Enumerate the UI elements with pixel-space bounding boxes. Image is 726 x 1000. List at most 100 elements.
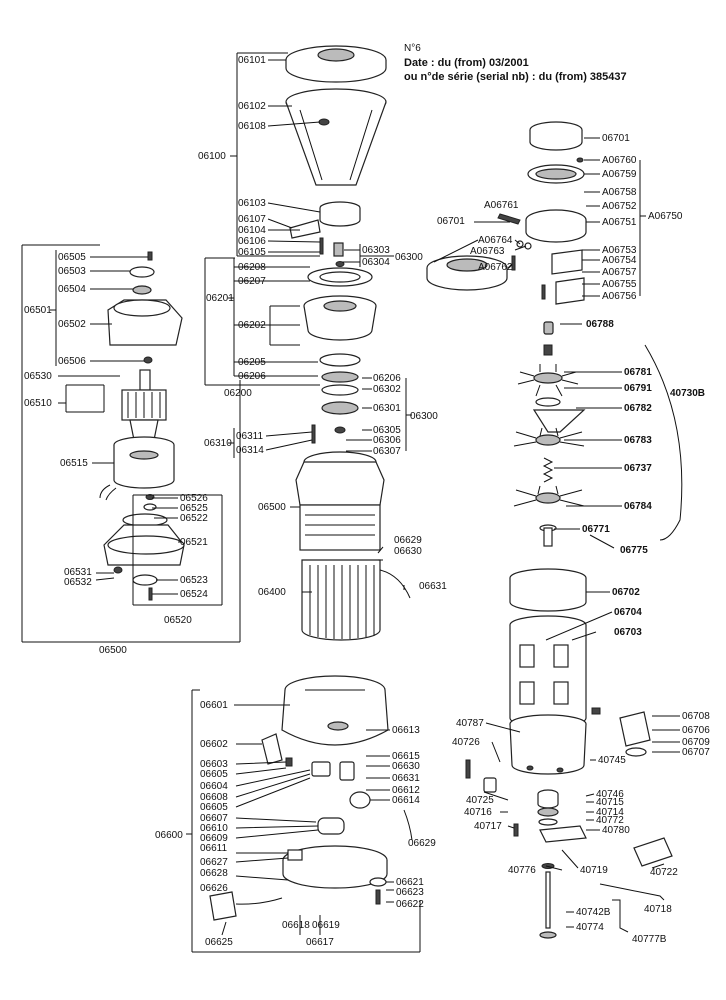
casing-06702-part: [509, 568, 587, 612]
label-06314: 06314: [236, 445, 264, 456]
label-06608: 06608: [200, 792, 228, 803]
label-06307: 06307: [373, 446, 401, 457]
label-06400: 06400: [258, 587, 286, 598]
group-40777B: 40777B: [632, 934, 667, 945]
label-06625: 06625: [205, 937, 233, 948]
casing-06703-part: [509, 615, 587, 728]
impeller-06781-part: [517, 364, 579, 397]
bracket-06520: [132, 494, 223, 606]
label-A06753: A06753: [602, 245, 637, 256]
label-06604: 06604: [200, 781, 228, 792]
label-06532: 06532: [64, 577, 92, 588]
base-plate-part: [282, 845, 388, 905]
label-06614: 06614: [392, 795, 420, 806]
label-40772: 40772: [596, 815, 624, 826]
label-06707: 06707: [682, 747, 710, 758]
group-06100: 06100: [198, 151, 226, 162]
label-06603: 06603: [200, 759, 228, 770]
bearing-rings-part: [311, 353, 361, 444]
label-06631b: 06631: [392, 773, 420, 784]
label-06703: 06703: [614, 627, 642, 638]
wire-06631: [379, 569, 411, 599]
label-06311: 06311: [236, 431, 264, 442]
spring-06737-part: [542, 457, 554, 483]
power-cord-06625-part: [209, 891, 283, 921]
label-40745: 40745: [598, 755, 626, 766]
label-06525: 06525: [180, 503, 208, 514]
impeller-06784-part: [513, 485, 585, 507]
label-06206a: 06206: [238, 371, 266, 382]
label-40722: 40722: [650, 867, 678, 878]
label-A06756: A06756: [602, 291, 637, 302]
label-06108: 06108: [238, 121, 266, 132]
label-06506: 06506: [58, 356, 86, 367]
label-A06758: A06758: [602, 187, 637, 198]
hopper-lid-part: [285, 45, 387, 83]
label-06621: 06621: [396, 877, 424, 888]
stator-part: [99, 436, 175, 501]
label-06605b: 06605: [200, 802, 228, 813]
label-06619: 06619: [312, 920, 340, 931]
distributor-cap-part: [529, 121, 583, 151]
label-A06752: A06752: [602, 201, 637, 212]
label-06788: 06788: [586, 319, 614, 330]
label-06784: 06784: [624, 501, 652, 512]
motor-cap-part: [107, 251, 183, 364]
motor-stator-part: [301, 559, 381, 641]
label-06701b: 06701: [437, 216, 465, 227]
label-06205: 06205: [238, 357, 266, 368]
label-A06760: A06760: [602, 155, 637, 166]
label-06305: 06305: [373, 425, 401, 436]
bracket-06500-main: [100, 380, 241, 643]
label-06781: 06781: [624, 367, 652, 378]
label-06607: 06607: [200, 813, 228, 824]
label-06523: 06523: [180, 575, 208, 586]
label-A06757: A06757: [602, 267, 637, 278]
lever-06706-part: [591, 707, 651, 757]
label-40725: 40725: [466, 795, 494, 806]
doc-serial: ou n°de série (serial nb) : du (from) 38…: [404, 71, 627, 83]
label-06102: 06102: [238, 101, 266, 112]
group-06617: 06617: [306, 937, 334, 948]
bracket-A06750: [639, 160, 646, 296]
label-40787: 40787: [456, 718, 484, 729]
electrical-parts-part: [261, 733, 413, 841]
label-40719: 40719: [580, 865, 608, 876]
label-06615: 06615: [392, 751, 420, 762]
group-06201: 06201: [206, 293, 234, 304]
label-06702: 06702: [612, 587, 640, 598]
label-06301: 06301: [373, 403, 401, 414]
label-06605a: 06605: [200, 769, 228, 780]
label-06524: 06524: [180, 589, 208, 600]
label-06106: 06106: [238, 236, 266, 247]
label-A06759: A06759: [602, 169, 637, 180]
bracket-06200: [204, 257, 320, 386]
label-06302: 06302: [373, 384, 401, 395]
label-06602: 06602: [200, 739, 228, 750]
nut-06788-part: [543, 321, 554, 356]
shaft-06771-part: [539, 524, 557, 547]
label-06708: 06708: [682, 711, 710, 722]
group-06310: 06310: [204, 438, 232, 449]
label-06611: 06611: [200, 843, 228, 854]
label-06601: 06601: [200, 700, 228, 711]
hopper-part: [285, 88, 387, 186]
label-06107: 06107: [238, 214, 266, 225]
bracket-06500-outer: [21, 244, 100, 643]
label-06709: 06709: [682, 737, 710, 748]
label-06103: 06103: [238, 198, 266, 209]
hopper-collar-part: [289, 201, 361, 239]
label-06630b: 06630: [392, 761, 420, 772]
label-06504: 06504: [58, 284, 86, 295]
label-06304: 06304: [362, 257, 390, 268]
bracket-40730B: [644, 344, 683, 541]
label-40726: 40726: [452, 737, 480, 748]
bracket-06501: [50, 250, 57, 366]
doc-date: Date : du (from) 03/2001: [404, 57, 529, 69]
label-06526: 06526: [180, 493, 208, 504]
label-06610: 06610: [200, 823, 228, 834]
group-06300a: 06300: [395, 252, 423, 263]
group-A06750: A06750: [648, 211, 683, 222]
group-06300b: 06300: [410, 411, 438, 422]
